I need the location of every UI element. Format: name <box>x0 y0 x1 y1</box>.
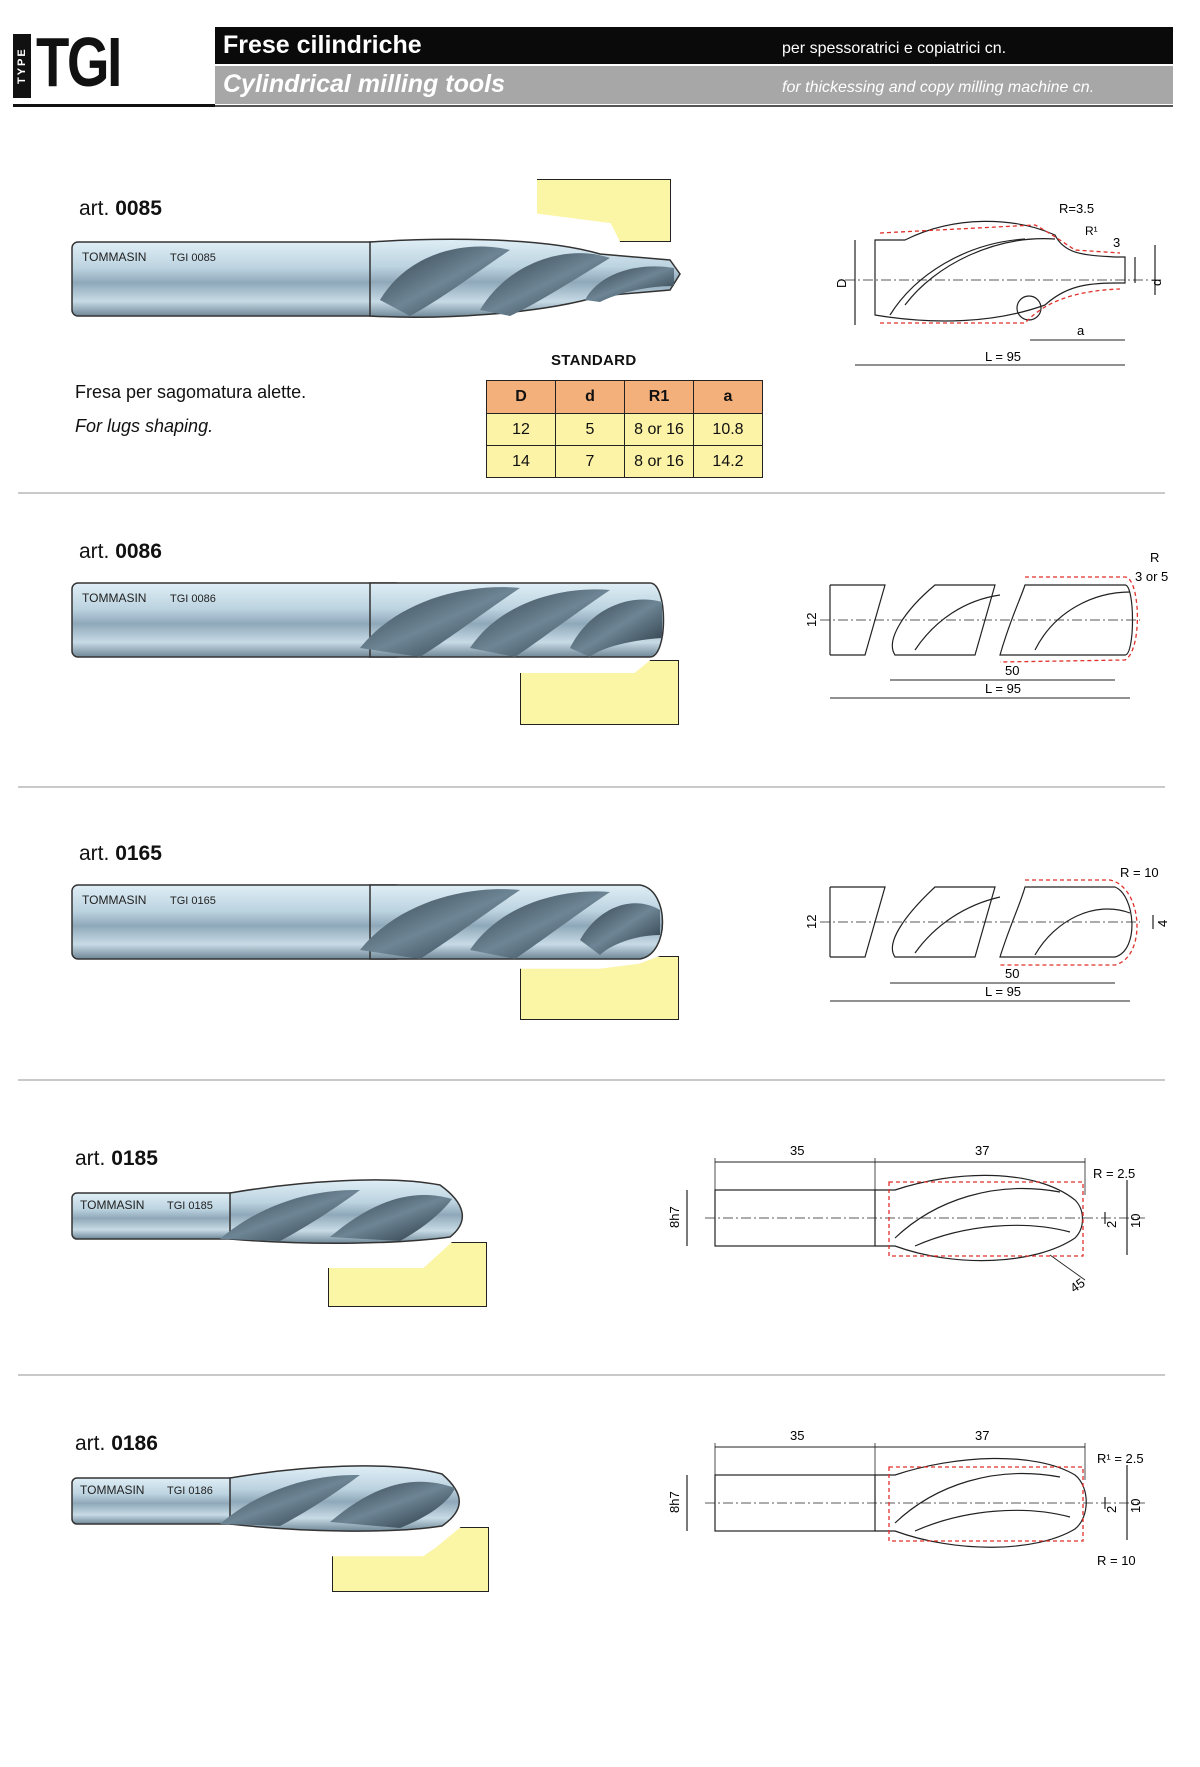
label-R: R = 2.5 <box>1093 1166 1135 1181</box>
col-D: D <box>486 380 556 414</box>
label-8h7: 8h7 <box>667 1206 682 1228</box>
label-L: L = 95 <box>985 349 1021 364</box>
label-R1: R¹ = 2.5 <box>1097 1451 1144 1466</box>
label-L: L = 95 <box>985 984 1021 999</box>
technical-drawing-0086: R 3 or 5 12 50 L = 95 <box>804 550 1168 699</box>
label-4: 4 <box>1155 920 1170 927</box>
article-title-0186: art. 0186 <box>75 1432 158 1455</box>
engraving-code: TGI 0086 <box>170 593 216 605</box>
label-37: 37 <box>975 1428 989 1443</box>
label-L: L = 95 <box>985 681 1021 696</box>
cell: 8 or 16 <box>624 413 694 446</box>
description-en-0085: For lugs shaping. <box>75 416 214 436</box>
article-title-0185: art. 0185 <box>75 1147 158 1170</box>
section-separator <box>18 1079 1165 1081</box>
section-separator <box>18 1374 1165 1376</box>
technical-drawing-0165: R = 10 12 4 50 L = 95 <box>804 865 1170 1002</box>
title-italian: Frese cilindriche <box>223 31 422 59</box>
profile-shape-0086 <box>520 660 679 725</box>
cell: 7 <box>555 445 625 478</box>
brand-engraving: TOMMASIN <box>82 591 146 605</box>
col-d: d <box>555 380 625 414</box>
brand-engraving: TOMMASIN <box>80 1198 144 1212</box>
label-8h7: 8h7 <box>667 1491 682 1513</box>
brand-engraving: TOMMASIN <box>82 893 146 907</box>
col-R1: R1 <box>624 380 694 414</box>
label-50: 50 <box>1005 966 1019 981</box>
label-37: 37 <box>975 1143 989 1158</box>
engraving-code: TGI 0085 <box>170 252 216 264</box>
subtitle-english: for thickessing and copy milling machine… <box>782 79 1095 96</box>
tool-image-0085: TOMMASIN TGI 0085 <box>71 238 681 318</box>
engraving-code: TGI 0165 <box>170 895 216 907</box>
series-logo: TGI <box>36 23 122 101</box>
title-band-italian: Frese cilindriche per spessoratrici e co… <box>215 27 1173 64</box>
label-35: 35 <box>790 1428 804 1443</box>
label-2: 2 <box>1104 1506 1119 1513</box>
standard-table: D d R1 a 12 5 8 or 16 10.8 14 7 8 or 16 … <box>486 380 763 478</box>
section-separator <box>18 786 1165 788</box>
label-50: 50 <box>1005 663 1019 678</box>
label-3: 3 <box>1113 235 1120 250</box>
label-D: D <box>834 279 849 288</box>
label-d: d <box>1149 279 1164 286</box>
brand-engraving: TOMMASIN <box>80 1483 144 1497</box>
cell: 8 or 16 <box>624 445 694 478</box>
title-english: Cylindrical milling tools <box>223 70 505 98</box>
col-a: a <box>693 380 763 414</box>
label-a: a <box>1077 323 1085 338</box>
tool-image-0186: TOMMASIN TGI 0186 <box>71 1465 460 1532</box>
cell: 5 <box>555 413 625 446</box>
band-underline <box>215 105 1173 107</box>
label-radius: 3 or 5 <box>1135 569 1168 584</box>
label-R10: R = 10 <box>1097 1553 1136 1568</box>
label-R1: R¹ <box>1085 224 1098 238</box>
standard-title: STANDARD <box>551 352 637 369</box>
label-R: R <box>1150 550 1159 565</box>
label-12: 12 <box>804 613 819 627</box>
label-2: 2 <box>1104 1221 1119 1228</box>
technical-drawing-0186: 35 37 R¹ = 2.5 8h7 2 10 R = 10 <box>667 1428 1145 1568</box>
label-35: 35 <box>790 1143 804 1158</box>
label-10: 10 <box>1128 1499 1143 1513</box>
table-row: 14 7 8 or 16 14.2 <box>486 445 763 478</box>
article-title-0165: art. 0165 <box>79 842 162 865</box>
label-12: 12 <box>804 915 819 929</box>
title-band-english: Cylindrical milling tools for thickessin… <box>215 66 1173 104</box>
cell: 14 <box>486 445 556 478</box>
tool-image-0185: TOMMASIN TGI 0185 <box>71 1179 464 1245</box>
table-row: 12 5 8 or 16 10.8 <box>486 413 763 446</box>
subtitle-italian: per spessoratrici e copiatrici cn. <box>782 40 1007 57</box>
engraving-code: TGI 0186 <box>167 1485 213 1497</box>
type-label: TYPE <box>13 34 31 98</box>
label-R: R=3.5 <box>1059 201 1094 216</box>
label-10: 10 <box>1128 1214 1143 1228</box>
cell: 12 <box>486 413 556 446</box>
section-separator <box>18 492 1165 494</box>
tool-image-0086: TOMMASIN TGI 0086 <box>71 582 665 658</box>
article-title-0085: art. 0085 <box>79 197 162 220</box>
technical-drawing-0085: R=3.5 R¹ 3 D d a L = 95 <box>834 201 1164 366</box>
label-45: 45 <box>1067 1275 1087 1296</box>
article-title-0086: art. 0086 <box>79 540 162 563</box>
cell: 14.2 <box>693 445 763 478</box>
label-R: R = 10 <box>1120 865 1159 880</box>
brand-engraving: TOMMASIN <box>82 250 146 264</box>
engraving-code: TGI 0185 <box>167 1200 213 1212</box>
cell: 10.8 <box>693 413 763 446</box>
header-rule <box>13 104 215 107</box>
technical-drawing-0185: 35 37 R = 2.5 8h7 2 10 45 <box>667 1143 1145 1296</box>
tool-image-0165: TOMMASIN TGI 0165 <box>71 884 664 960</box>
description-it-0085: Fresa per sagomatura alette. <box>75 382 307 402</box>
